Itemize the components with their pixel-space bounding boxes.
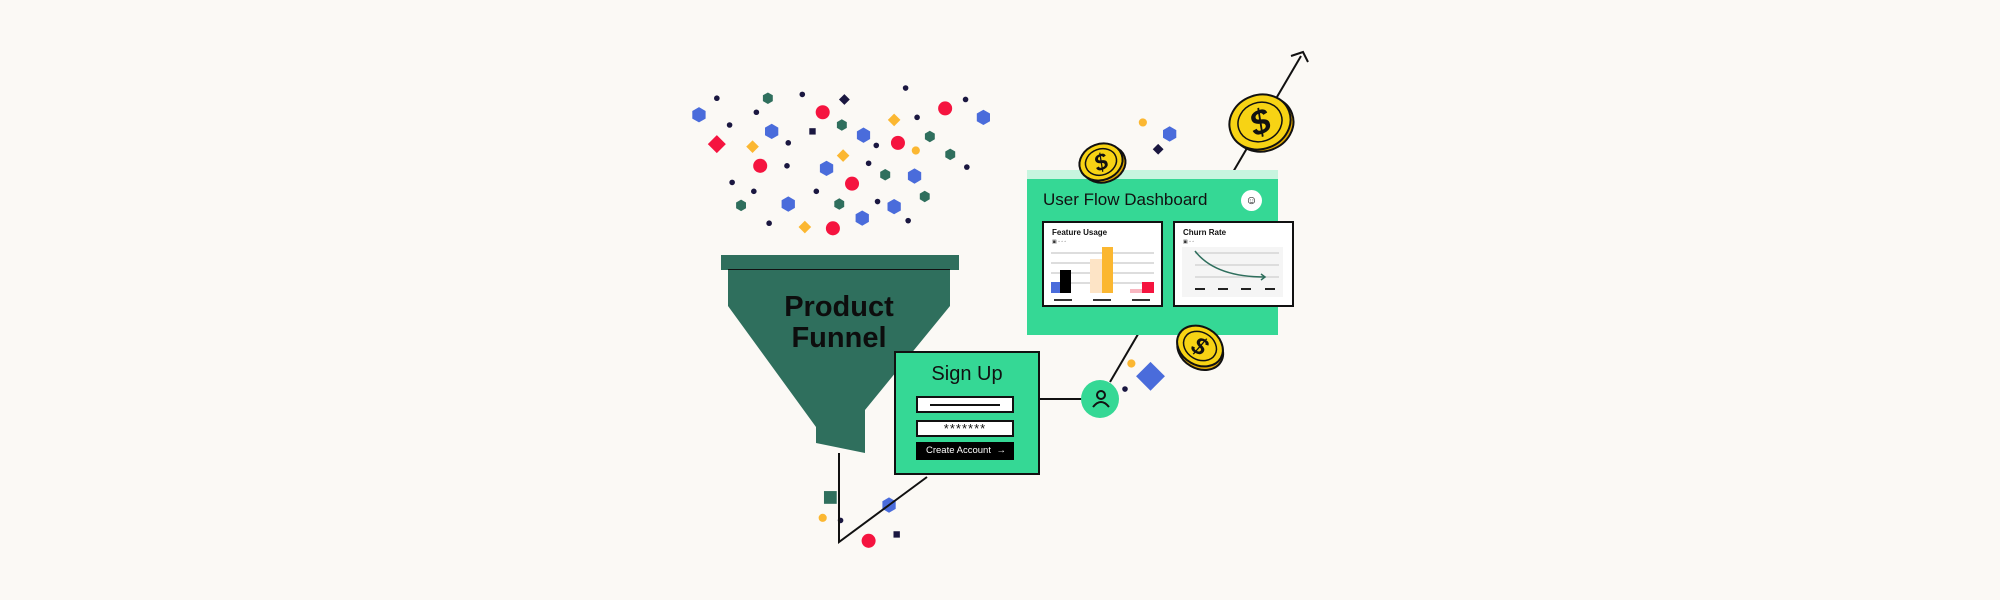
confetti-dot — [751, 188, 757, 195]
confetti-hexagon — [880, 169, 891, 181]
confetti-hexagon — [762, 92, 773, 104]
churn-rate-card: Churn Rate ▣ ◦ ◦ — [1173, 221, 1294, 307]
confetti-diamond — [887, 113, 901, 127]
funnel-body — [728, 270, 950, 453]
confetti-diamond — [1136, 361, 1165, 391]
bar — [1060, 270, 1071, 293]
confetti-hexagon — [819, 160, 834, 176]
confetti-dot — [729, 179, 735, 186]
confetti-hexagon — [924, 130, 935, 143]
confetti-dot — [861, 533, 876, 548]
signup-form: Sign Up ******* Create Account → — [894, 351, 1040, 475]
path-line-bottom — [838, 453, 928, 544]
confetti-hexagon — [919, 190, 930, 203]
confetti-dot — [1127, 359, 1136, 368]
confetti-hexagon — [945, 148, 956, 161]
feature-usage-legend: ▣ ◦ ◦ ◦ — [1052, 239, 1067, 245]
feature-usage-card: Feature Usage ▣ ◦ ◦ ◦ — [1042, 221, 1163, 307]
password-field[interactable]: ******* — [916, 420, 1014, 437]
confetti-hexagon — [855, 210, 869, 226]
confetti-diamond — [836, 149, 850, 162]
funnel-label-line2: Funnel — [791, 322, 887, 354]
confetti-hexagon — [836, 119, 847, 131]
feature-usage-chart — [1051, 247, 1154, 301]
confetti-dot — [964, 164, 970, 170]
confetti-dot — [1138, 118, 1147, 127]
dashboard-header-strip — [1027, 170, 1278, 179]
feature-usage-title: Feature Usage — [1052, 228, 1108, 237]
bar — [1142, 282, 1154, 293]
confetti-dot — [753, 109, 760, 116]
confetti-dot — [714, 95, 720, 102]
confetti-diamond — [798, 220, 812, 234]
confetti-dot — [873, 142, 880, 149]
funnel-label-line1: Product — [784, 291, 894, 323]
bar — [1102, 247, 1113, 293]
confetti-square — [823, 491, 837, 504]
churn-arrow-icon — [1260, 273, 1267, 281]
churn-rate-legend: ▣ ◦ ◦ — [1183, 239, 1195, 245]
bar — [1090, 259, 1102, 293]
funnel-rim — [721, 255, 959, 270]
user-node-icon — [1081, 380, 1119, 418]
confetti-hexagon — [1163, 126, 1177, 142]
confetti-dot — [938, 101, 953, 116]
bar — [1051, 282, 1060, 293]
confetti-hexagon — [834, 198, 845, 210]
confetti-dot — [1122, 386, 1128, 392]
create-account-label: Create Account — [926, 445, 991, 456]
confetti-dot — [962, 96, 969, 103]
bar — [1130, 289, 1142, 293]
confetti-dot — [753, 158, 768, 173]
arrow-head-icon — [1290, 50, 1309, 63]
churn-rate-chart — [1182, 247, 1283, 297]
confetti-dot — [905, 217, 911, 224]
dashboard-panel: User Flow Dashboard ☺ Feature Usage ▣ ◦ … — [1027, 170, 1294, 335]
confetti-dot — [813, 188, 820, 195]
confetti-dot — [799, 91, 806, 98]
confetti-dot — [874, 198, 881, 205]
confetti-hexagon — [736, 199, 746, 212]
confetti-dot — [902, 85, 909, 91]
confetti-dot — [815, 105, 830, 120]
confetti-diamond — [746, 140, 759, 153]
churn-rate-title: Churn Rate — [1183, 228, 1227, 237]
confetti-dot — [890, 135, 905, 150]
confetti-square — [893, 531, 900, 538]
confetti-dot — [865, 160, 872, 167]
confetti-dot — [766, 220, 772, 227]
confetti-dot — [784, 163, 790, 169]
confetti-dot — [726, 122, 733, 128]
churn-line — [1194, 250, 1266, 278]
confetti-dot — [785, 140, 792, 146]
confetti-hexagon — [887, 199, 901, 215]
confetti-hexagon — [692, 107, 706, 123]
funnel-label: Product Funnel — [739, 292, 939, 354]
confetti-square — [809, 128, 816, 135]
confetti-dot — [911, 146, 920, 155]
confetti-dot — [845, 176, 860, 191]
confetti-hexagon — [907, 168, 922, 184]
create-account-button[interactable]: Create Account → — [916, 442, 1014, 460]
confetti-hexagon — [976, 109, 990, 125]
confetti-hexagon — [765, 123, 779, 139]
confetti-diamond — [838, 94, 850, 105]
username-field[interactable] — [916, 396, 1014, 413]
dashboard-title: User Flow Dashboard — [1043, 190, 1208, 209]
confetti-diamond — [707, 135, 726, 154]
confetti-diamond — [1152, 143, 1164, 155]
confetti-hexagon — [856, 127, 871, 143]
arrow-right-icon: → — [996, 445, 1007, 456]
confetti-dot — [914, 114, 920, 121]
signup-title: Sign Up — [931, 363, 1003, 385]
confetti-hexagon — [781, 196, 795, 212]
confetti-dot — [825, 221, 840, 236]
confetti-dot — [818, 513, 827, 522]
user-icon[interactable]: ☺ — [1241, 190, 1262, 211]
